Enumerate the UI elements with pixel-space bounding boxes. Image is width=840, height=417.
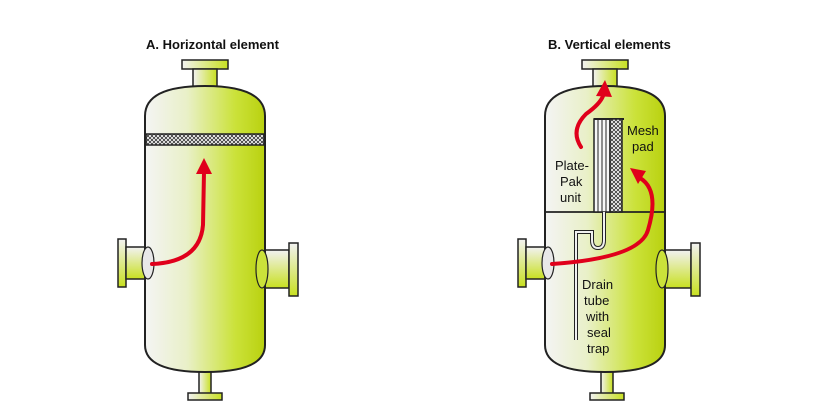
flow-arrow-b-main	[550, 176, 655, 266]
bottom-nozzle-a	[187, 369, 223, 401]
panel-b-title: B. Vertical elements	[548, 37, 671, 52]
top-nozzle-a	[181, 59, 229, 88]
drain-label-2: tube	[584, 293, 609, 308]
outlet-nozzle-b	[664, 242, 701, 297]
mesh-pad-label-1: Mesh	[627, 123, 659, 138]
platepak-label-1: Plate-	[555, 158, 589, 173]
horizontal-mesh-element	[145, 133, 265, 146]
flow-arrow-head-b-main	[630, 168, 646, 184]
panel-a: A. Horizontal element	[117, 37, 299, 401]
platepak-label-3: unit	[560, 190, 581, 205]
drain-label-1: Drain	[582, 277, 613, 292]
flow-arrow-a	[150, 170, 206, 266]
panel-a-title: A. Horizontal element	[146, 37, 280, 52]
vessel-a	[144, 84, 266, 374]
flow-arrow-head-a	[196, 158, 212, 174]
drain-label-4: seal	[587, 325, 611, 340]
drain-label-3: with	[585, 309, 609, 324]
vertical-mesh-pad	[609, 118, 623, 213]
mesh-pad-label-2: pad	[632, 139, 654, 154]
flow-arrow-head-b-top	[596, 80, 612, 97]
flow-arrow-b-top	[574, 94, 605, 149]
bottom-nozzle-b	[589, 369, 625, 401]
panel-b: B. Vertical elements	[517, 37, 701, 401]
platepak-label-2: Pak	[560, 174, 583, 189]
drain-label-5: trap	[587, 341, 609, 356]
